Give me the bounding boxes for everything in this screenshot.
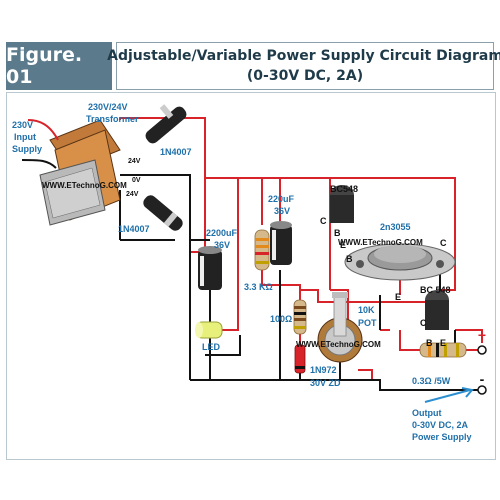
input-label-2: Input <box>14 132 36 142</box>
watermark-2: WWW.ETechnoG.COM <box>338 238 423 247</box>
title-line-2: (0-30V DC, 2A) <box>246 68 364 84</box>
q2-pin-c: C <box>440 238 447 248</box>
cap1-label-2: 36V <box>214 240 230 250</box>
zener-label-1: 1N972 <box>310 365 337 375</box>
resistor-3k3 <box>254 229 270 271</box>
q1-pin-c: C <box>320 216 327 226</box>
title-box: Adjustable/Variable Power Supply Circuit… <box>107 42 500 90</box>
q1-pin-b: B <box>334 228 341 238</box>
figure-badge: Figure. 01 <box>6 42 112 90</box>
output-label-2: 0-30V DC, 2A <box>412 420 469 430</box>
q3-pin-b: B <box>426 338 433 348</box>
q2-pin-b: B <box>346 254 353 264</box>
watermark-3: WWW.ETechnoG.COM <box>296 340 381 349</box>
cap1-label-1: 2200uF <box>206 228 238 238</box>
shunt-resistor <box>419 342 467 358</box>
q1-pin-e: E <box>340 240 346 250</box>
q1-label: BC548 <box>330 184 358 194</box>
q2-pin-e: E <box>395 292 401 302</box>
tap-mid: 0V <box>132 177 141 184</box>
watermark-1: WWW.ETechnoG.COM <box>42 181 127 190</box>
cap2-label-2: 36V <box>274 206 290 216</box>
q3-pin-e: E <box>440 338 446 348</box>
zener-label-2: 30V ZD <box>310 378 341 388</box>
led <box>195 321 223 339</box>
pot-label-2: POT <box>358 318 377 328</box>
tap-bot: 24V <box>126 191 139 198</box>
capacitor-2200uf <box>198 246 222 290</box>
input-label-1: 230V <box>12 120 33 130</box>
zener-diode <box>294 344 306 374</box>
transistor-2n3055 <box>344 243 456 281</box>
transformer-label-1: 230V/24V <box>88 102 128 112</box>
potentiometer <box>317 292 363 363</box>
transistor-bc548-2 <box>425 290 449 330</box>
ground-wires <box>119 174 482 391</box>
labels: 230V Input Supply 230V/24V Transformer 2… <box>12 102 486 442</box>
q2-label: 2n3055 <box>380 222 411 232</box>
plus-sign: + <box>478 327 486 343</box>
resistor-100r <box>293 299 307 335</box>
input-label-3: Supply <box>12 144 42 154</box>
diode-2-label: 1N4007 <box>118 224 150 234</box>
tap-top: 24V <box>128 158 141 165</box>
transformer <box>21 119 121 226</box>
transformer-label-2: Transformer <box>86 114 139 124</box>
res2-label: 100Ω <box>270 314 292 324</box>
output-label-1: Output <box>412 408 442 418</box>
q3-pin-c: C <box>420 318 427 328</box>
capacitor-220uf <box>270 221 292 265</box>
pot-label-1: 10K <box>358 305 375 315</box>
output-terminals <box>424 345 487 403</box>
q3-label: BC 548 <box>420 285 451 295</box>
minus-sign: - <box>480 371 485 387</box>
diode-2 <box>143 195 183 231</box>
diode-1 <box>145 104 187 144</box>
title-line-1: Adjustable/Variable Power Supply Circuit… <box>107 48 500 64</box>
diode-1-label: 1N4007 <box>160 147 192 157</box>
shunt-label: 0.3Ω /5W <box>412 376 451 386</box>
led-label: LED <box>202 342 221 352</box>
cap2-label-1: 220uF <box>268 194 295 204</box>
output-label-3: Power Supply <box>412 432 472 442</box>
res1-label: 3.3 KΩ <box>244 282 273 292</box>
header: Figure. 01 Adjustable/Variable Power Sup… <box>6 42 500 90</box>
transistor-bc548-1 <box>330 185 354 223</box>
